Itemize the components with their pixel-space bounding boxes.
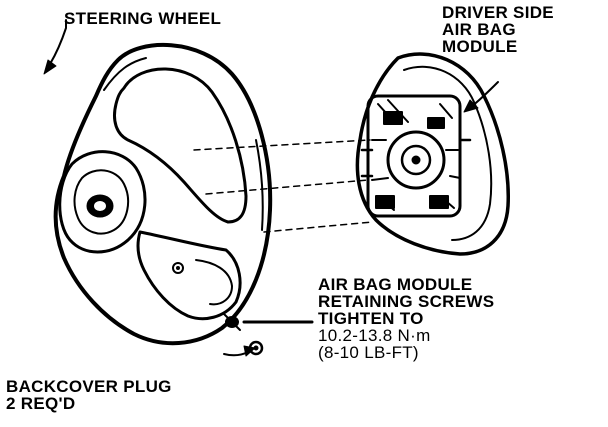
wheel-lower-spoke [136, 230, 242, 321]
steering-wheel-label: STEERING WHEEL [64, 9, 222, 28]
retaining-screw [223, 313, 241, 331]
steering-wheel [53, 42, 273, 346]
retaining-screws-label: AIR BAG MODULE RETAINING SCREWS TIGHTEN … [318, 275, 495, 362]
alignment-lines [193, 139, 373, 233]
air-bag-module-label: DRIVER SIDE AIR BAG MODULE [442, 3, 554, 56]
inflator [366, 94, 462, 218]
wheel-hub [58, 150, 147, 254]
leader-lines [43, 19, 499, 357]
module-cover [355, 52, 511, 256]
backcover-plug [248, 340, 264, 356]
wheel-rim-outer [53, 42, 273, 346]
backcover-plug-label: BACKCOVER PLUG 2 REQ'D [6, 377, 172, 413]
wheel-rim-inner [113, 67, 248, 224]
air-bag-module [355, 52, 511, 256]
